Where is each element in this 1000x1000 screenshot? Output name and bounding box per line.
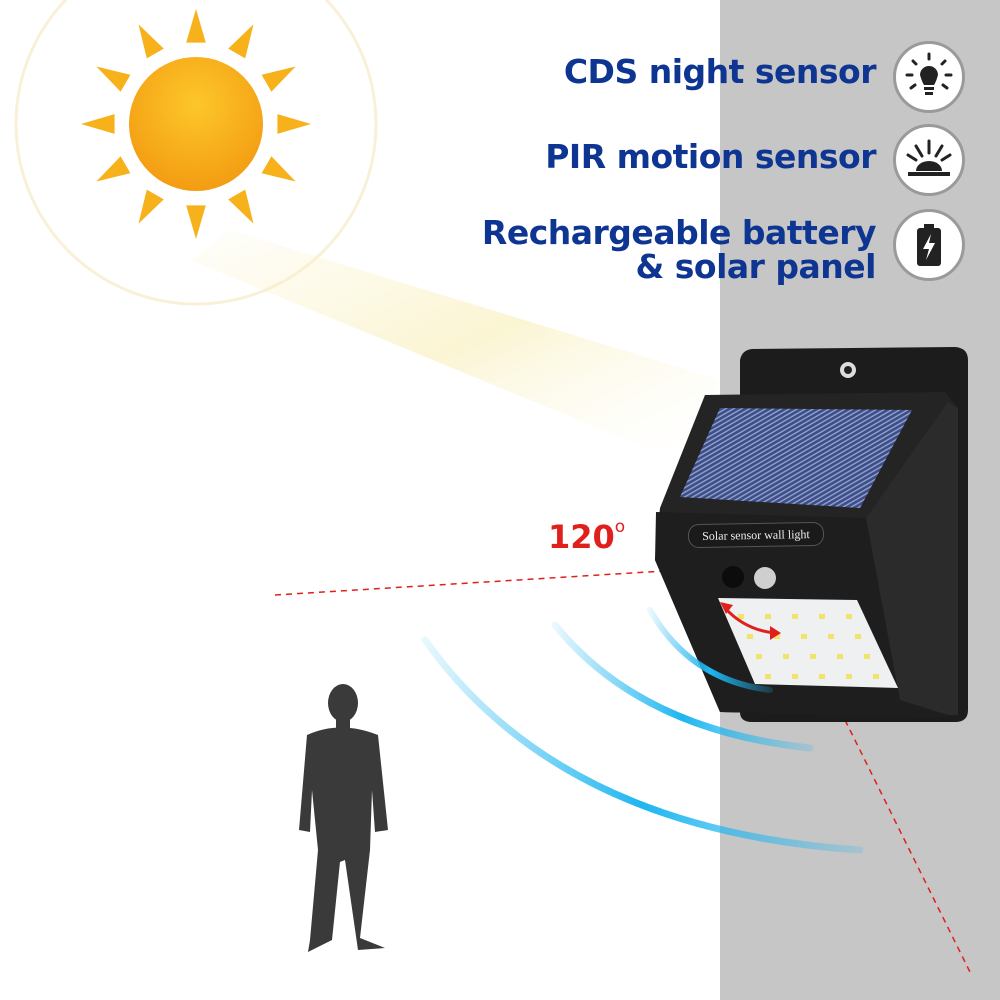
sun-ray [261,66,296,92]
led-chip [846,614,852,619]
sun-ray [228,189,254,224]
detection-angle-value: 120 [548,518,615,556]
feature-battery-line2: & solar panel [635,247,876,286]
feature-pir-motion-sensor: PIR motion sensor [545,137,876,176]
led-chip [783,654,789,659]
light-bulb-icon [893,41,965,113]
device-nameplate: Solar sensor wall light [687,521,825,549]
sun-ray [261,156,296,182]
feature-cds-night-sensor: CDS night sensor [563,52,877,91]
led-chip [801,634,807,639]
led-chip [765,614,771,619]
detection-boundary-line [274,569,681,596]
feature-battery-line1: Rechargeable battery [481,213,877,252]
led-chip [792,674,798,679]
degree-symbol: o [614,517,626,538]
sun-ray [96,156,131,182]
led-chip [765,674,771,679]
battery-icon [893,209,965,281]
sun-ray [228,24,254,59]
motion-wave [647,607,773,693]
led-chip [774,634,780,639]
led-chip [747,634,753,639]
sun-ray [186,9,206,43]
detection-boundary-line [844,719,971,973]
solar-wall-light [655,347,968,722]
sun-ray [96,66,131,92]
sun-ray [138,189,164,224]
led-chip [873,674,879,679]
detection-angle-label: 120o [548,517,626,556]
motion-wave [551,621,814,752]
led-chip [837,654,843,659]
led-chip [855,634,861,639]
feature-battery-solar: Rechargeable battery & solar panel [481,213,877,286]
led-chip [819,674,825,679]
led-chip [792,614,798,619]
led-chip [810,654,816,659]
motion-sensor-icon [893,124,965,196]
sun-ray [277,114,311,134]
led-chip [828,634,834,639]
led-chip [864,654,870,659]
sun-ray [186,205,206,239]
sun-icon [14,0,720,470]
led-chip [738,614,744,619]
led-chip [756,654,762,659]
motion-wave [421,636,864,854]
sun-ray [81,114,115,134]
sun-ray [138,24,164,59]
person-silhouette [299,684,388,952]
led-chip [846,674,852,679]
led-chip [819,614,825,619]
